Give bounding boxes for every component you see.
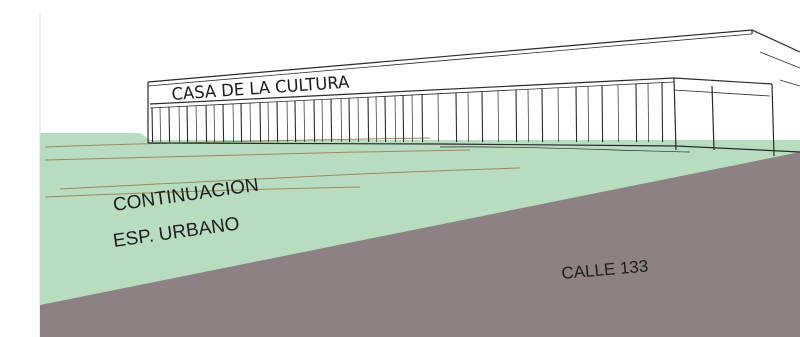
facade-column: [497, 90, 499, 143]
facade-column: [313, 99, 316, 143]
facade-column: [249, 102, 251, 143]
facade-column: [186, 106, 189, 143]
facade-column: [515, 89, 518, 143]
facade-column: [384, 96, 387, 143]
facade-column: [635, 83, 638, 143]
facade-column: [437, 93, 439, 143]
facade-column: [402, 95, 405, 143]
facade-column: [267, 102, 269, 143]
facade-column: [587, 86, 589, 143]
facade-column: [276, 101, 279, 143]
facade-column: [527, 89, 529, 143]
facade-column: [222, 104, 225, 143]
facade-column: [467, 92, 469, 143]
facade-column: [455, 92, 458, 143]
facade-column: [213, 104, 215, 143]
grass-sketch-lines: [44, 137, 521, 198]
facade-column: [340, 98, 342, 143]
facade-column: [286, 101, 288, 143]
facade-column: [348, 98, 351, 143]
facade-column: [168, 107, 171, 143]
facade-column: [178, 106, 180, 143]
facade-column: [411, 94, 413, 143]
facade-column: [481, 91, 484, 143]
facade-column: [394, 95, 396, 143]
facade-column: [205, 105, 208, 143]
building: [147, 29, 800, 157]
facade-column: [367, 97, 370, 143]
facade-column: [159, 107, 161, 143]
street: [40, 152, 800, 337]
facade-column: [294, 100, 297, 143]
facade-column: [151, 107, 154, 143]
facade-column: [601, 85, 604, 143]
facade-column: [375, 96, 377, 143]
green-space: [40, 133, 800, 305]
facade-column: [661, 82, 664, 143]
facade-column: [541, 88, 544, 143]
facade-column: [617, 84, 619, 143]
facade-column: [259, 102, 262, 143]
facade-column: [232, 103, 234, 143]
facade-column: [647, 83, 649, 143]
facade-column: [421, 94, 424, 143]
facade-column: [557, 87, 559, 143]
facade-column: [195, 105, 197, 143]
facade-column: [303, 100, 305, 143]
facade-column: [357, 97, 359, 143]
facade-column: [321, 99, 323, 143]
facade-column: [240, 103, 243, 143]
facade-columns: [151, 82, 664, 143]
facade-column: [330, 98, 333, 143]
facade-column: [575, 86, 578, 143]
